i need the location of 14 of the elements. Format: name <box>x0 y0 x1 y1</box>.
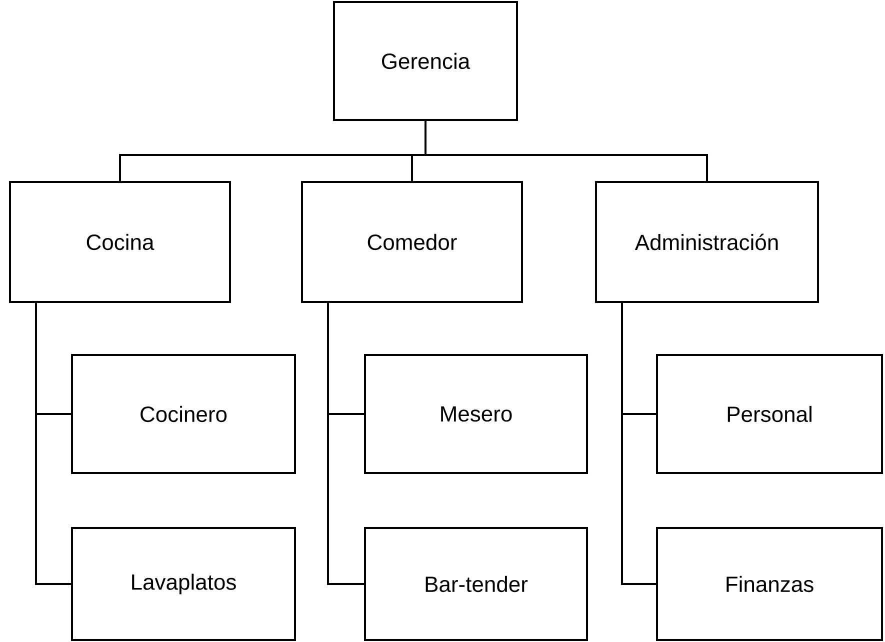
org-box: Finanzas <box>656 527 884 641</box>
connector-line <box>327 303 364 585</box>
connector-line <box>35 303 71 585</box>
org-box: Cocina <box>9 181 231 303</box>
org-box: Mesero <box>364 354 588 474</box>
org-box: Bar-tender <box>364 527 588 641</box>
org-box: Gerencia <box>333 1 518 121</box>
connector-line <box>424 121 708 181</box>
org-box: Lavaplatos <box>71 527 296 641</box>
org-box: Administración <box>595 181 819 303</box>
org-box: Personal <box>656 354 884 474</box>
connector-line <box>621 303 656 585</box>
org-box: Cocinero <box>71 354 296 474</box>
org-box: Comedor <box>301 181 523 303</box>
